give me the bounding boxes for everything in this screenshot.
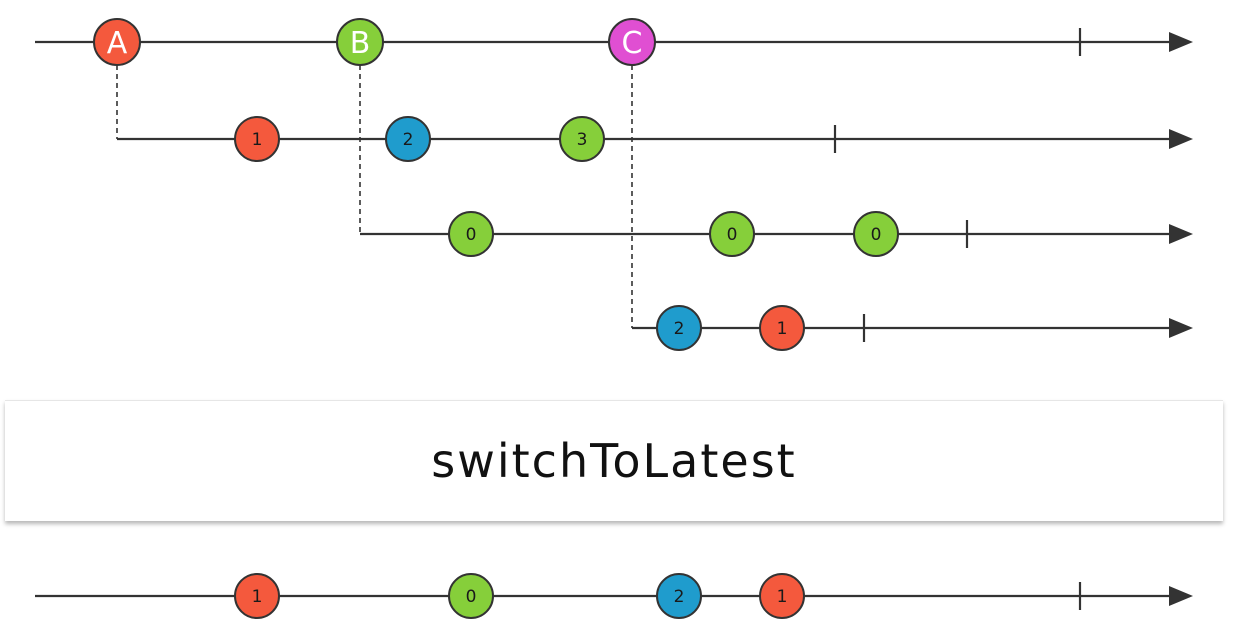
arrow-inner-b [1169, 224, 1193, 244]
marble-label-inner-a-0: 1 [252, 130, 263, 150]
marble-label-inner-a-2: 3 [577, 130, 588, 150]
marble-outer-1 [336, 18, 384, 66]
marble-inner-a-1 [385, 116, 431, 162]
marble-label-outer-1: B [350, 26, 371, 61]
marble-output-1 [448, 573, 494, 619]
marble-label-output-0: 1 [252, 587, 263, 607]
operator-box: switchToLatest [5, 400, 1223, 521]
marble-inner-a-2 [559, 116, 605, 162]
marble-inner-a-0 [234, 116, 280, 162]
marble-label-outer-2: C [622, 26, 643, 61]
arrow-inner-a [1169, 129, 1193, 149]
arrow-outer [1169, 32, 1193, 52]
marble-label-output-1: 0 [466, 587, 477, 607]
arrow-output [1169, 586, 1193, 606]
marble-label-inner-c-1: 1 [777, 319, 788, 339]
marble-inner-b-0 [448, 211, 494, 257]
marble-label-inner-a-1: 2 [403, 130, 414, 150]
operator-label: switchToLatest [431, 434, 797, 488]
marble-outer-0 [93, 18, 141, 66]
arrow-inner-c [1169, 318, 1193, 338]
marble-label-inner-b-1: 0 [727, 225, 738, 245]
marble-output-2 [656, 573, 702, 619]
marble-output-0 [234, 573, 280, 619]
marble-label-output-2: 2 [674, 587, 685, 607]
marble-inner-c-1 [759, 305, 805, 351]
marble-label-inner-b-0: 0 [466, 225, 477, 245]
marble-inner-b-1 [709, 211, 755, 257]
marble-inner-b-2 [853, 211, 899, 257]
marble-label-outer-0: A [107, 26, 128, 61]
marble-label-inner-b-2: 0 [871, 225, 882, 245]
marble-outer-2 [608, 18, 656, 66]
marble-label-output-3: 1 [777, 587, 788, 607]
marble-output-3 [759, 573, 805, 619]
marble-inner-c-0 [656, 305, 702, 351]
marble-label-inner-c-0: 2 [674, 319, 685, 339]
